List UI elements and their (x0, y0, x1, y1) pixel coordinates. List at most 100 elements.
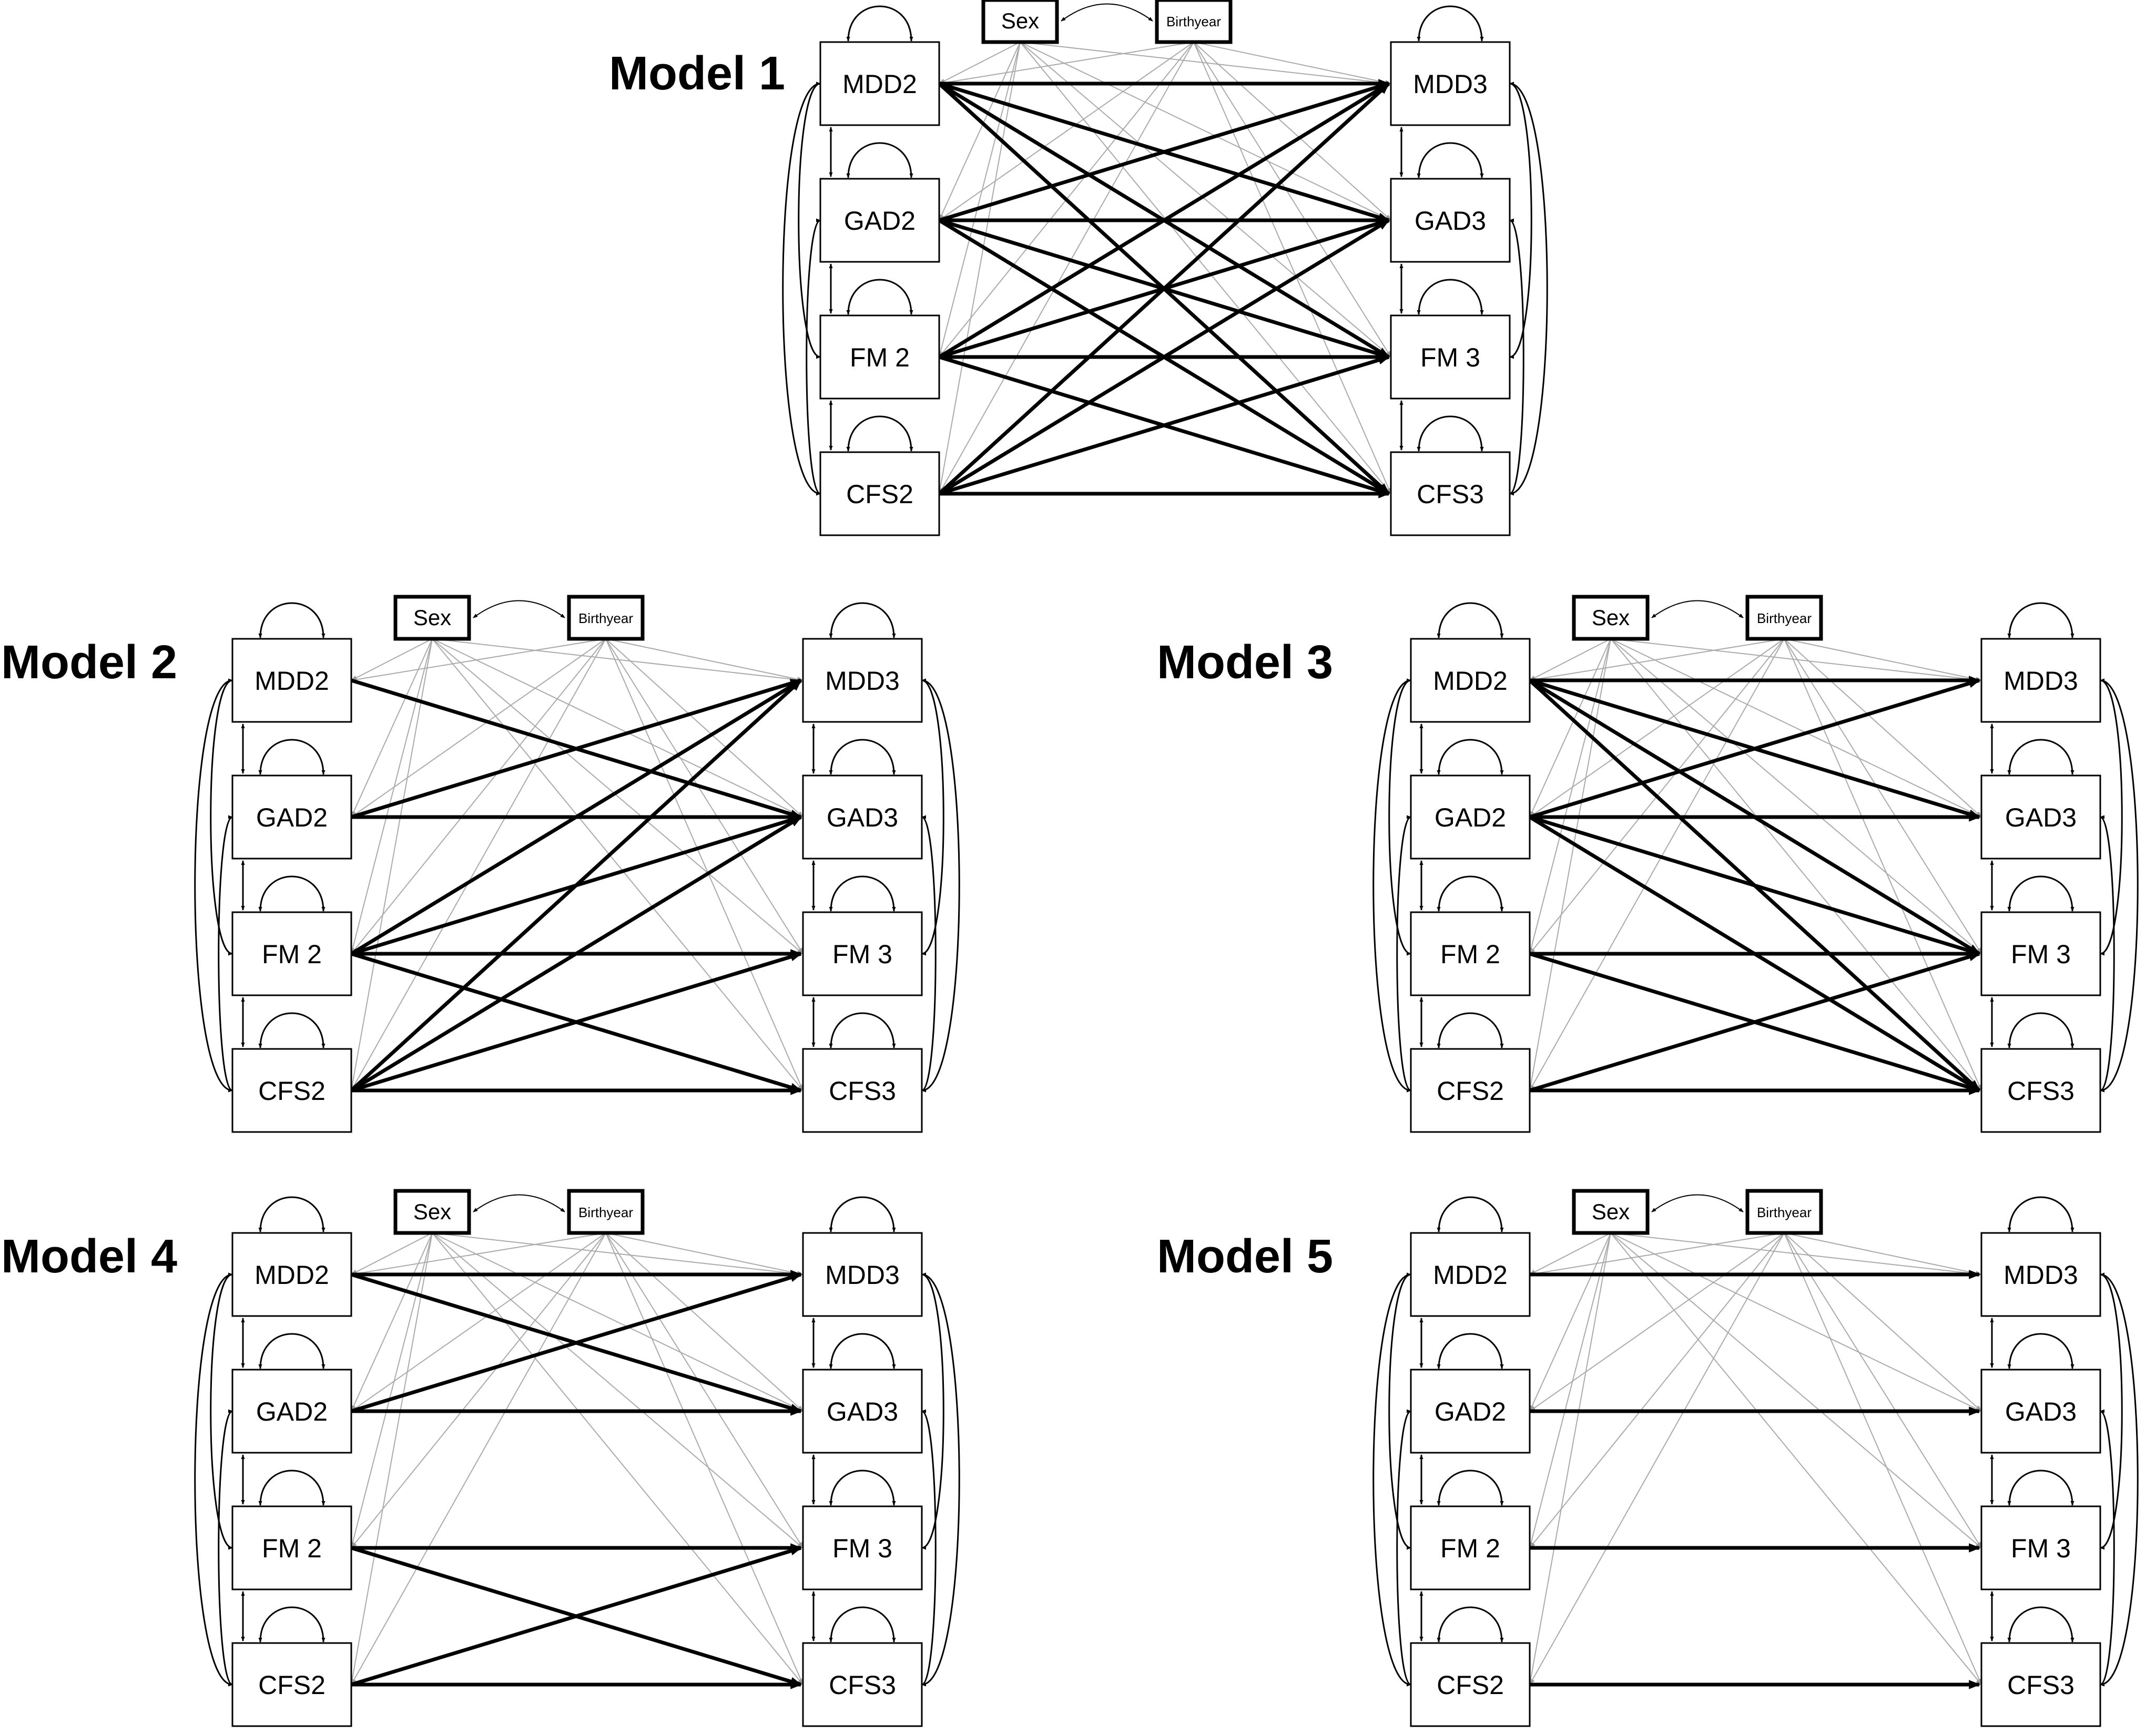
covariate-path (1784, 1232, 1982, 1412)
regression-path (1529, 678, 1981, 819)
residual-covariance-arrow (2100, 815, 2115, 1093)
variable-label: CFS2 (846, 480, 913, 509)
variance-arrow (829, 1012, 896, 1048)
model-title: Model 2 (1, 636, 177, 689)
variance-arrow (258, 602, 326, 638)
residual-covariance-arrow (806, 218, 821, 496)
covariate-path (351, 1232, 606, 1412)
covariate-path (1784, 1232, 1982, 1686)
variance-arrow (258, 1470, 326, 1506)
variable-label: MDD2 (1433, 1260, 1508, 1290)
variance-arrow (1437, 1606, 1504, 1643)
regression-path (350, 1272, 802, 1413)
covariate-path (938, 42, 1194, 85)
regression-path (350, 952, 802, 1093)
variable-label: CFS3 (829, 1670, 896, 1700)
covariate-path (1193, 42, 1391, 358)
covariate-path (351, 638, 606, 954)
covariate-path (938, 42, 1021, 358)
covariate-path (350, 638, 606, 682)
covariate-path (939, 42, 1021, 221)
covariate-path (1529, 1232, 1785, 1412)
covariate-path (1610, 638, 1982, 954)
regression-path (938, 219, 1390, 495)
residual-covariance-arrow (921, 1409, 937, 1687)
covariate-path (1610, 1232, 1982, 1412)
variable-box (802, 774, 923, 860)
variance-arrow (846, 5, 913, 42)
residual-covariance-arrow (921, 678, 944, 956)
covariate-covariance-arrow (1061, 3, 1153, 22)
variable-label: GAD2 (256, 1397, 328, 1426)
covariate-path (1529, 638, 1611, 681)
covariate-box-birthyear (1155, 0, 1233, 44)
covariate-path (350, 1232, 433, 1549)
residual-covariance-arrow (1509, 218, 1524, 496)
variance-arrow (829, 1470, 896, 1506)
variable-box (1390, 178, 1511, 263)
variable-label: FM 2 (262, 940, 322, 969)
variable-label: MDD3 (2004, 666, 2078, 696)
variable-box (1980, 1505, 2101, 1590)
covariate-path (351, 1232, 606, 1686)
variable-label: FM 2 (1440, 940, 1500, 969)
regression-path (938, 82, 1390, 495)
covariate-path (432, 638, 804, 1091)
covariate-path (432, 1232, 804, 1277)
variance-arrow (829, 602, 896, 638)
variable-label: CFS3 (1417, 480, 1484, 509)
covariate-path (1193, 42, 1391, 221)
residual-covariance-arrow (1372, 678, 1411, 1093)
covariate-path (1020, 42, 1391, 358)
regression-path (350, 678, 802, 819)
variable-box (1980, 774, 2101, 860)
regression-path (1529, 952, 1981, 1093)
variable-label: FM 2 (850, 343, 910, 372)
covariate-path (605, 1232, 804, 1686)
covariate-path (350, 638, 433, 955)
variable-box (802, 1369, 923, 1454)
variable-label: FM 3 (832, 940, 892, 969)
variable-box (1410, 1642, 1531, 1727)
variable-label: MDD2 (1433, 666, 1508, 696)
covariate-path (605, 1232, 804, 1549)
variance-arrow (829, 1606, 896, 1643)
covariate-covariance-arrow (473, 600, 565, 618)
covariate-path (1610, 638, 1982, 1091)
variance-arrow (1437, 875, 1504, 912)
residual-covariance-arrow (1509, 81, 1548, 496)
variable-box (802, 1232, 923, 1317)
variable-box (231, 1642, 352, 1727)
covariate-label: Birthyear (1757, 610, 1812, 626)
covariate-path (1784, 638, 1982, 955)
residual-covariance-arrow (194, 1272, 233, 1687)
covariate-path (605, 1232, 804, 1276)
covariate-path (1784, 638, 1982, 1092)
covariate-path (1610, 1232, 1982, 1548)
variable-box (1980, 1232, 2101, 1317)
variance-arrow (829, 739, 896, 775)
variable-box (231, 1232, 352, 1317)
variable-label: FM 3 (1420, 343, 1480, 372)
variable-label: CFS2 (1437, 1670, 1504, 1700)
variable-label: FM 2 (1440, 1534, 1500, 1563)
variable-label: FM 3 (2011, 1534, 2071, 1563)
variable-label: CFS3 (829, 1076, 896, 1106)
covariate-path (1784, 638, 1982, 682)
covariate-path (351, 1232, 433, 1412)
variable-label: CFS2 (258, 1076, 326, 1106)
covariate-path (350, 638, 433, 1092)
covariate-box-birthyear (1745, 595, 1823, 641)
covariate-label: Birthyear (578, 1205, 633, 1220)
residual-covariance-arrow (1388, 1272, 1411, 1550)
variable-box (1410, 1369, 1531, 1454)
variance-arrow (258, 1196, 326, 1232)
variance-arrow (829, 1196, 896, 1232)
covariate-path (351, 638, 606, 818)
covariate-path (1529, 638, 1785, 1092)
residual-covariance-arrow (194, 678, 233, 1093)
covariate-path (1529, 1232, 1785, 1276)
regression-path (350, 815, 802, 1092)
